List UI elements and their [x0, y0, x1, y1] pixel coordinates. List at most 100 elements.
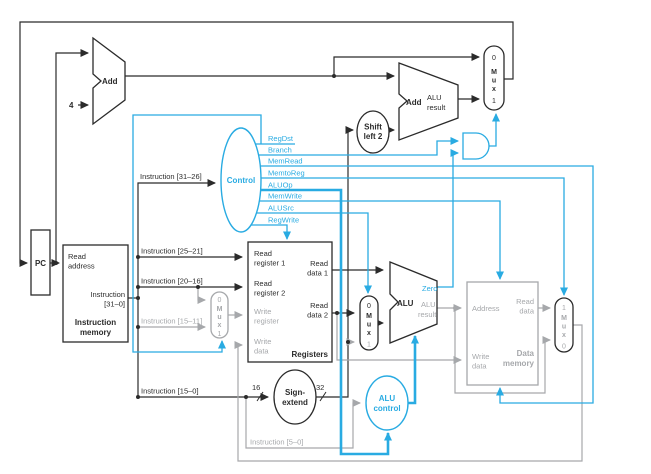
signal-regdst: RegDst: [268, 134, 294, 143]
wire-readdata2-to-dmem-writedata: [336, 313, 462, 364]
alu: [389, 261, 438, 344]
alusrc-mux-m: M: [366, 313, 372, 320]
reg-readreg2-2: register 2: [254, 289, 285, 298]
field-20-16: Instruction [20–16]: [141, 277, 203, 286]
signal-memtoreg: MemtoReg: [268, 169, 305, 178]
alu-control-ellipse: [365, 375, 409, 431]
wire-instr2016-tap-to-mux: [197, 287, 206, 304]
junction-bus-1511: [136, 325, 140, 329]
reg-readdata1-2: data 1: [307, 269, 328, 278]
reg-writedata-1: Write: [254, 337, 271, 346]
reg-writedata-2: data: [254, 347, 269, 356]
pcsrc-mux-1: 1: [492, 98, 496, 105]
junction-bus-2521: [136, 255, 140, 259]
pcsrc-mux-0: 0: [492, 55, 496, 62]
dmem-writedata-1: Write: [472, 352, 489, 361]
branch-add-result-1: ALU: [427, 93, 442, 102]
dmem-readdata-2: data: [519, 307, 534, 316]
junction-pcplus4: [332, 74, 336, 78]
junction-50-tap: [244, 395, 248, 399]
wire-signextend-to-shift: [316, 126, 354, 398]
regdst-mux-u: u: [217, 314, 221, 321]
pcsrc-mux-m: M: [491, 69, 497, 76]
junction-aluresult: [453, 306, 457, 310]
wire-pcplus4-to-mux0: [333, 53, 480, 76]
wire-memtoreg: [241, 177, 568, 296]
alu-control-1: ALU: [379, 394, 396, 403]
alu-zero-label: Zero: [422, 284, 437, 293]
dmem-title-2: memory: [503, 359, 535, 368]
memtoreg-mux-x: x: [562, 332, 566, 339]
junction-readdata2: [335, 311, 339, 315]
reg-readreg1-1: Read: [254, 249, 272, 258]
signal-regwrite: RegWrite: [268, 216, 299, 225]
wire-zero-to-and: [437, 149, 459, 288]
alusrc-mux-u: u: [367, 322, 371, 329]
dmem-readdata-1: Read: [516, 297, 534, 306]
wire-writeback-loop: [234, 324, 583, 462]
sign-extend-1: Sign-: [285, 388, 305, 397]
pc-box: [30, 229, 51, 296]
alusrc-mux: [359, 295, 379, 351]
dmem-writedata-2: data: [472, 362, 487, 371]
alusrc-mux-1: 1: [367, 342, 371, 349]
branch-adder: [398, 62, 459, 141]
field-15-11: Instruction [15–11]: [141, 317, 202, 326]
field-5-0: Instruction [5–0]: [250, 438, 303, 447]
shift-left2-1: Shift: [364, 123, 382, 132]
reg-readreg2-1: Read: [254, 279, 272, 288]
regdst-mux-0: 0: [218, 297, 222, 304]
imem-title-1: Instruction: [75, 318, 116, 327]
and-gate: [462, 132, 490, 160]
slash-32: [319, 391, 327, 402]
signal-memwrite: MemWrite: [268, 192, 302, 201]
regdst-mux-x: x: [218, 322, 222, 329]
registers-title: Registers: [292, 350, 329, 359]
sign-extend-2: extend: [282, 398, 308, 407]
wire-regdst-route: [132, 114, 262, 353]
reg-writereg-1: Write: [254, 307, 271, 316]
wire-regwrite: [241, 224, 291, 240]
regdst-mux: [210, 291, 229, 339]
junction-2016-tap: [196, 285, 200, 289]
pc-label: PC: [35, 259, 46, 268]
wire-branch: [241, 137, 459, 156]
signal-memread: MemRead: [268, 157, 303, 166]
wire-aluresult-to-mux0: [454, 308, 551, 394]
field-31-26: Instruction [31–26]: [140, 172, 202, 181]
reg-readdata1-1: Read: [310, 259, 328, 268]
reg-readdata2-1: Read: [310, 301, 328, 310]
memtoreg-mux-m: M: [561, 315, 567, 322]
memtoreg-mux: [554, 297, 574, 353]
memtoreg-mux-1: 1: [562, 305, 566, 312]
reg-writereg-2: register: [254, 317, 280, 326]
wire-memwrite: [241, 200, 504, 280]
wire-instr-bus-to-control: [137, 179, 216, 397]
imem-instruction-1: Instruction: [90, 290, 125, 299]
branch-add-label: Add: [406, 98, 422, 107]
control-ellipse: [220, 127, 262, 233]
imem-read-address-1: Read: [68, 252, 86, 261]
regdst-mux-1: 1: [218, 331, 222, 338]
alusrc-mux-0: 0: [367, 303, 371, 310]
pcsrc-mux-u: u: [492, 78, 496, 85]
alusrc-mux-x: x: [367, 330, 371, 337]
signal-branch: Branch: [268, 146, 292, 155]
const-4: 4: [69, 101, 74, 110]
field-15-0: Instruction [15–0]: [141, 387, 199, 396]
data-memory-box: [466, 281, 539, 386]
junction-bus-imem: [136, 296, 140, 300]
alu-result-1: ALU: [421, 300, 436, 309]
junction-signextend-out: [346, 340, 350, 344]
dmem-address: Address: [472, 304, 500, 313]
pcsrc-mux-x: x: [492, 86, 496, 93]
branch-add-result-2: result: [427, 103, 446, 112]
wire-pc-to-add: [55, 49, 89, 263]
memtoreg-mux-u: u: [562, 324, 566, 331]
imem-title-2: memory: [80, 328, 112, 337]
junction-bus-2016: [136, 285, 140, 289]
shift-left2-2: left 2: [364, 132, 383, 141]
bitwidth-16: 16: [252, 383, 260, 392]
